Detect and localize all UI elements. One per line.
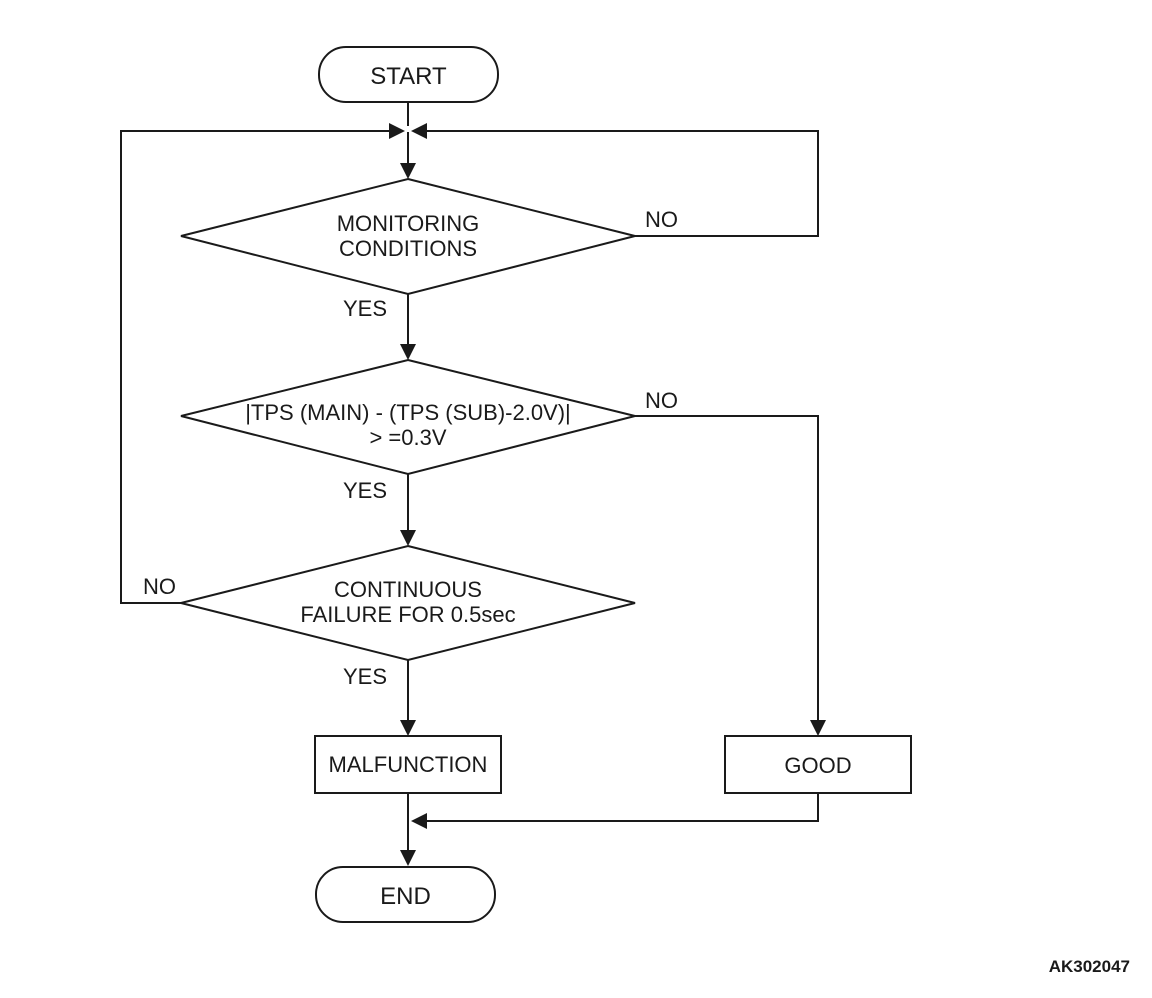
tps-label-line2: > =0.3V: [369, 425, 446, 450]
arrowhead-continuous-no-loop: [389, 123, 405, 139]
monitoring-yes-label: YES: [343, 296, 387, 321]
arrowhead-good-merge: [411, 813, 427, 829]
malfunction-box: [314, 735, 502, 794]
end-label: END: [380, 883, 431, 910]
continuous-label-line2: FAILURE FOR 0.5sec: [300, 602, 515, 627]
malfunction-label: MALFUNCTION: [329, 752, 488, 777]
monitoring-label-line2: CONDITIONS: [339, 236, 477, 261]
connector-tps-no: [635, 415, 819, 722]
arrowhead-into-tps: [400, 344, 416, 360]
continuous-label-line1: CONTINUOUS: [334, 577, 482, 602]
monitoring-no-label: NO: [645, 207, 678, 232]
start-label: START: [370, 63, 447, 90]
connector-good-to-end: [427, 793, 819, 822]
good-label: GOOD: [784, 753, 851, 778]
arrowhead-into-continuous: [400, 530, 416, 546]
tps-label-line1: |TPS (MAIN) - (TPS (SUB)-2.0V)|: [245, 400, 571, 425]
tps-no-label: NO: [645, 388, 678, 413]
continuous-decision: [180, 544, 636, 662]
start-terminal: [318, 46, 499, 103]
monitoring-decision: [180, 177, 636, 296]
continuous-no-label: NO: [143, 574, 176, 599]
figure-code: AK302047: [1049, 957, 1130, 976]
tps-decision: [180, 358, 636, 476]
connector-monitoring-no-loop: [427, 130, 819, 237]
monitoring-label-line1: MONITORING: [337, 211, 480, 236]
good-box: [724, 735, 912, 794]
connector-continuous-no-loop: [120, 130, 389, 604]
end-terminal: [315, 866, 496, 923]
arrowhead-into-good: [810, 720, 826, 736]
arrowhead-monitoring-no-loop: [411, 123, 427, 139]
arrowhead-into-monitoring: [400, 163, 416, 179]
arrowhead-into-malfunction: [400, 720, 416, 736]
tps-yes-label: YES: [343, 478, 387, 503]
arrowhead-into-end: [400, 850, 416, 866]
continuous-yes-label: YES: [343, 664, 387, 689]
